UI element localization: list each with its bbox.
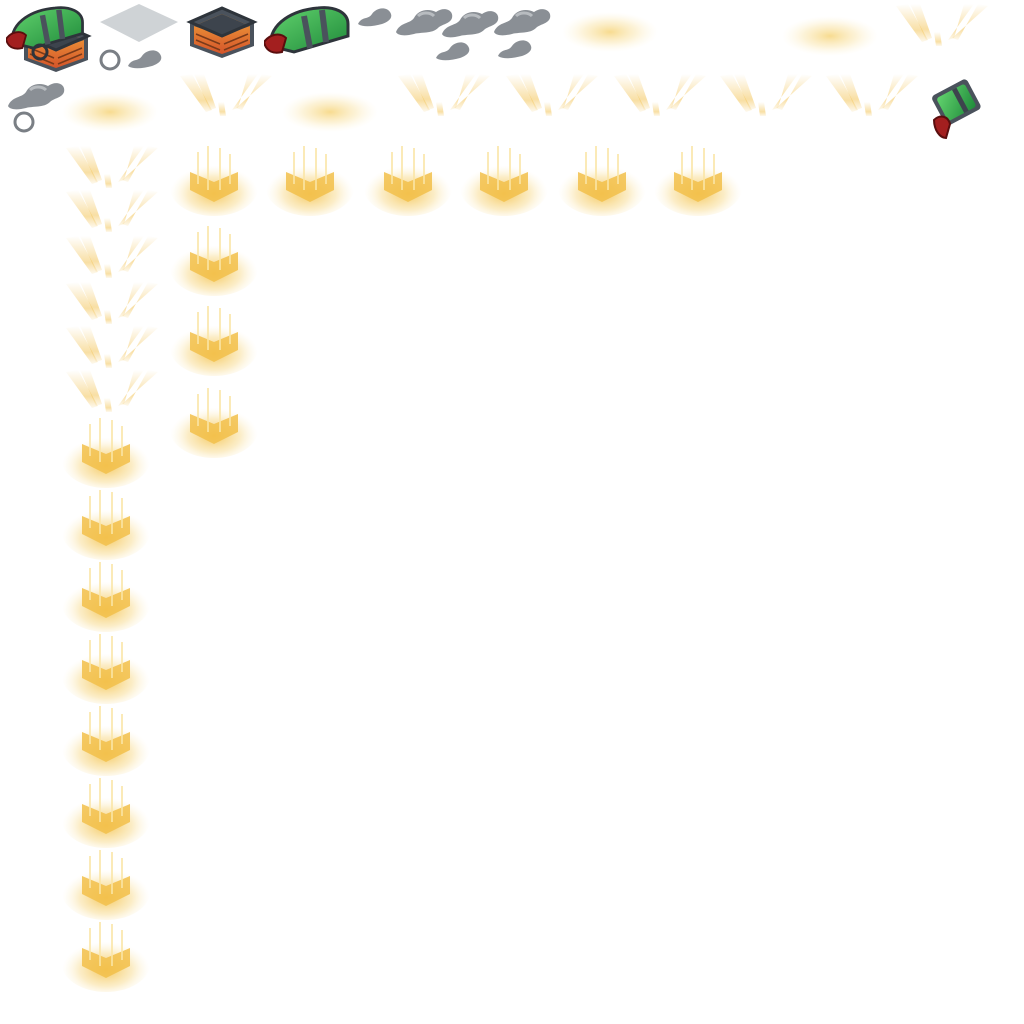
gold-sparkle-burst-icon bbox=[652, 144, 744, 218]
light-rays-icon bbox=[62, 324, 162, 370]
gold-sparkle-burst-icon bbox=[168, 304, 260, 378]
golden-glow-icon bbox=[282, 92, 378, 132]
gold-sparkle-burst-icon bbox=[60, 416, 152, 490]
light-rays-icon bbox=[822, 72, 922, 118]
smoke-ring-icon bbox=[96, 46, 124, 74]
smoke-ring-icon bbox=[10, 108, 38, 136]
light-rays-icon bbox=[892, 2, 992, 48]
gold-sparkle-burst-icon bbox=[458, 144, 550, 218]
light-rays-icon bbox=[62, 368, 162, 414]
gold-sparkle-burst-icon bbox=[168, 224, 260, 298]
light-rays-icon bbox=[610, 72, 710, 118]
gold-sparkle-burst-icon bbox=[60, 560, 152, 634]
light-rays-icon bbox=[62, 280, 162, 326]
light-rays-icon bbox=[62, 188, 162, 234]
gold-sparkle-burst-icon bbox=[60, 632, 152, 706]
gold-sparkle-burst-icon bbox=[168, 386, 260, 460]
golden-glow-icon bbox=[562, 12, 658, 52]
gold-sparkle-burst-icon bbox=[60, 848, 152, 922]
smoke-puff-icon bbox=[490, 2, 554, 38]
gold-sparkle-burst-icon bbox=[556, 144, 648, 218]
chest-lid-icon bbox=[264, 2, 354, 58]
smoke-puff-icon bbox=[4, 76, 68, 112]
gold-sparkle-burst-icon bbox=[168, 144, 260, 218]
light-rays-icon bbox=[394, 72, 494, 118]
gold-sparkle-burst-icon bbox=[362, 144, 454, 218]
light-rays-icon bbox=[716, 72, 816, 118]
gold-sparkle-burst-icon bbox=[60, 776, 152, 850]
smoke-puff-small-icon bbox=[126, 44, 166, 70]
chest-shadow-tile-icon bbox=[98, 2, 180, 44]
light-rays-icon bbox=[502, 72, 602, 118]
smoke-puff-small-icon bbox=[434, 36, 474, 62]
golden-glow-icon bbox=[62, 92, 158, 132]
smoke-puff-icon bbox=[356, 2, 396, 28]
treasure-chest-open-icon bbox=[4, 2, 96, 74]
smoke-puff-small-icon bbox=[496, 34, 536, 60]
gold-sparkle-burst-icon bbox=[60, 704, 152, 778]
golden-glow-icon bbox=[782, 16, 878, 56]
chest-box-empty-icon bbox=[186, 2, 258, 60]
chest-icon-tilted-icon bbox=[926, 76, 986, 142]
light-rays-icon bbox=[176, 72, 276, 118]
light-rays-icon bbox=[62, 234, 162, 280]
gold-sparkle-burst-icon bbox=[264, 144, 356, 218]
gold-sparkle-burst-icon bbox=[60, 488, 152, 562]
light-rays-icon bbox=[62, 144, 162, 190]
gold-sparkle-burst-icon bbox=[60, 920, 152, 994]
